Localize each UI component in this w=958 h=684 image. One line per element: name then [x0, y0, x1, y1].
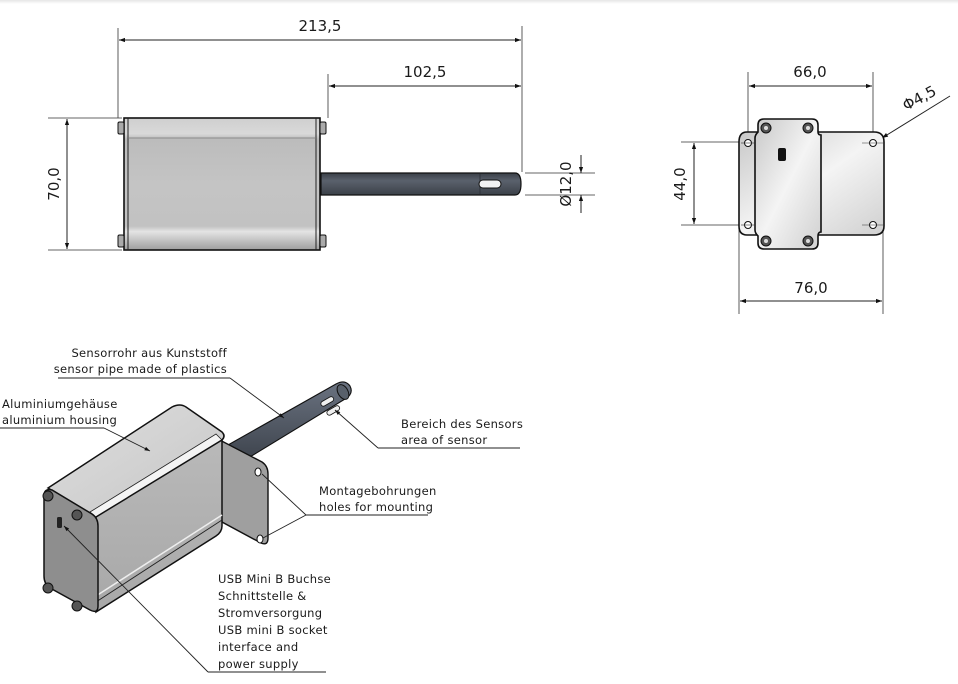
screw-head	[319, 234, 327, 248]
side-view: 213,5 102,5 70,0 Ø12,0	[45, 17, 595, 251]
dimension-hole-spacing-vertical: 44,0	[671, 167, 689, 200]
leader-line-pipe	[229, 377, 285, 419]
iso-pipe-end	[336, 384, 350, 400]
label-usb-line-3: Stromversorgung	[218, 606, 322, 620]
label-usb-line-4: USB mini B socket	[218, 623, 328, 637]
label-usb-line-6: power supply	[218, 657, 299, 671]
annotation-housing: Aluminiumgehäuse aluminium housing	[0, 397, 151, 452]
iso-mounting-hole	[256, 534, 264, 544]
label-usb-line-1: USB Mini B Buchse	[218, 572, 331, 586]
screw-head	[319, 121, 327, 135]
annotation-sensor-area: Bereich des Sensors area of sensor	[334, 409, 523, 449]
housing-body	[123, 117, 321, 251]
dimension-pipe-diameter: Ø12,0	[557, 161, 575, 206]
label-mounting-de: Montagebohrungen	[319, 484, 437, 498]
label-mounting-en: holes for mounting	[319, 500, 433, 514]
leader-line-housing	[103, 427, 151, 452]
leader-hole-diameter	[881, 95, 951, 139]
label-sensor-area-de: Bereich des Sensors	[401, 417, 523, 431]
iso-screw-head	[71, 509, 83, 521]
iso-screw-head	[42, 490, 54, 502]
dimension-hole-diameter: Φ4,5	[899, 82, 939, 115]
mounting-holes	[741, 139, 884, 229]
iso-screw-head	[71, 600, 83, 612]
iso-mounting-flange	[213, 435, 269, 545]
annotation-mounting: Montagebohrungen holes for mounting	[261, 473, 437, 539]
label-usb-line-5: interface and	[218, 640, 298, 654]
dimension-overall-length: 213,5	[299, 17, 342, 35]
iso-housing-top	[46, 404, 225, 518]
annotation-usb: USB Mini B Buchse Schnittstelle & Stromv…	[63, 525, 331, 673]
iso-housing-side	[95, 438, 223, 614]
iso-sensor-slot	[326, 405, 341, 416]
dimension-height: 70,0	[45, 167, 63, 200]
leader-line-mounting-lower	[262, 514, 307, 539]
iso-screw-head	[42, 582, 54, 594]
iso-mounting-hole	[254, 467, 262, 477]
label-pipe-de: Sensorrohr aus Kunststoff	[71, 346, 227, 360]
end-view: 66,0 44,0 76,0 Φ4,5	[671, 63, 951, 314]
iso-housing-groove	[95, 519, 223, 603]
screw-head	[117, 234, 125, 248]
sensor-pipe	[320, 172, 522, 196]
screw-center	[806, 126, 810, 130]
housing-end-cap	[754, 118, 822, 250]
iso-sensor-slot	[320, 396, 335, 407]
screw-head	[117, 121, 125, 135]
top-edge-shadow	[0, 0, 958, 4]
dimension-flange-width: 76,0	[794, 279, 827, 297]
label-usb-line-2: Schnittstelle &	[218, 589, 307, 603]
iso-sensor-pipe	[227, 381, 352, 464]
iso-usb-port	[57, 517, 62, 528]
screw-center	[764, 239, 768, 243]
sensor-slot	[478, 179, 502, 189]
isometric-view	[42, 381, 352, 614]
leader-line-usb	[63, 525, 209, 673]
screw-center	[806, 239, 810, 243]
leader-line-sensor-area	[334, 409, 379, 449]
leader-line-mounting-upper	[261, 473, 307, 516]
iso-housing-groove-highlight	[95, 514, 223, 597]
label-sensor-area-en: area of sensor	[401, 433, 487, 447]
annotation-pipe: Sensorrohr aus Kunststoff sensor pipe ma…	[54, 346, 285, 419]
dimension-hole-spacing-horizontal: 66,0	[793, 63, 826, 81]
screw-center	[764, 126, 768, 130]
label-pipe-en: sensor pipe made of plastics	[54, 362, 227, 376]
label-housing-de: Aluminiumgehäuse	[2, 397, 118, 411]
label-housing-en: aluminium housing	[2, 413, 117, 427]
dimension-pipe-length: 102,5	[404, 63, 447, 81]
usb-port	[778, 148, 786, 161]
